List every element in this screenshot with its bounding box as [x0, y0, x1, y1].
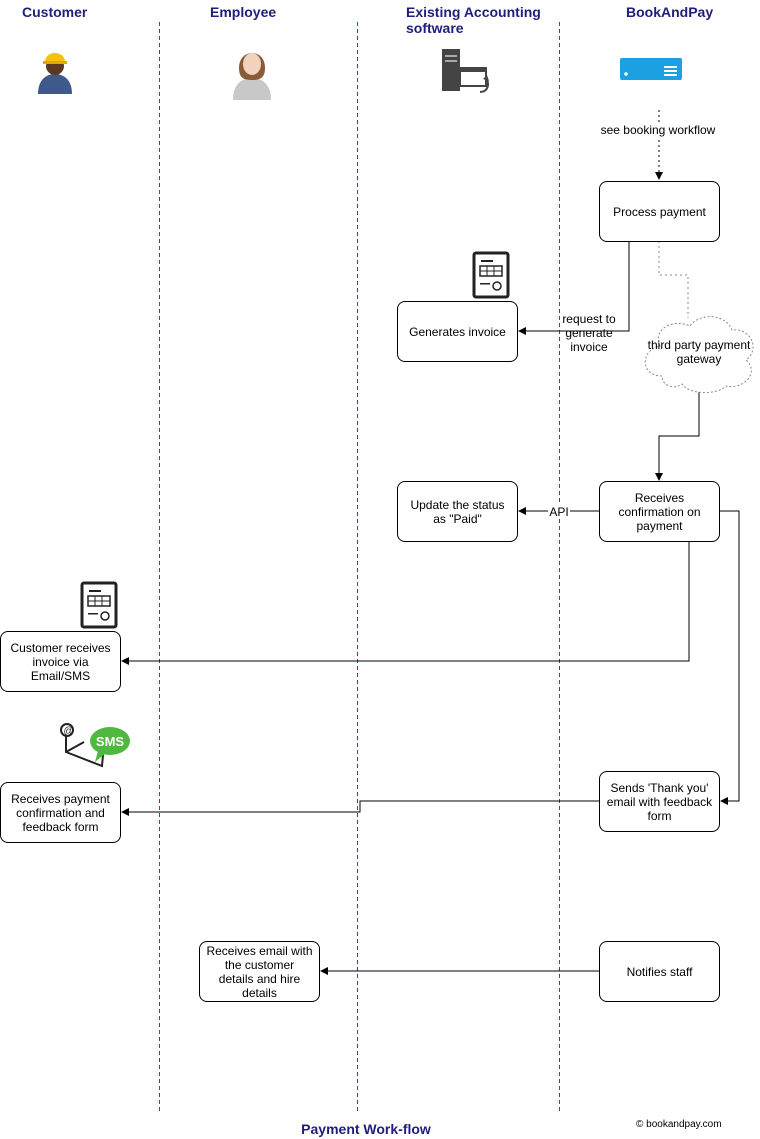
gateway-cloud-shape: [644, 316, 754, 393]
node-sends-thank-you[interactable]: Sends 'Thank you' email with feedback fo…: [599, 771, 720, 832]
node-notifies-staff[interactable]: Notifies staff: [599, 941, 720, 1002]
copyright-text: bookandpay.com: [646, 1119, 722, 1130]
sms-badge-text: SMS: [96, 734, 125, 749]
node-process-payment[interactable]: Process payment: [599, 181, 720, 242]
worker-avatar-icon: [38, 53, 72, 94]
woman-avatar-icon: [233, 53, 271, 100]
label-see-booking: see booking workflow: [596, 123, 720, 137]
lane-title-employee: Employee: [210, 4, 277, 20]
copyright: © bookandpay.com: [636, 1119, 722, 1130]
label-api: API: [548, 505, 570, 519]
edge-gateway-to-confirmation: [655, 392, 700, 481]
server-window-icon: [442, 49, 489, 93]
node-receives-payment-confirmation[interactable]: Receives payment confirmation and feedba…: [0, 782, 121, 843]
node-customer-receives-invoice[interactable]: Customer receives invoice via Email/SMS: [0, 631, 121, 692]
edge-confirmation-to-customer-invoice: [121, 541, 690, 665]
edge-thank-you-to-customer: [121, 800, 599, 816]
node-receives-email[interactable]: Receives email with the customer details…: [199, 941, 320, 1002]
node-receives-confirmation[interactable]: Receives confirmation on payment: [599, 481, 720, 542]
edge-process-to-invoice: [518, 241, 630, 335]
svg-text:@: @: [64, 726, 74, 737]
invoice-document-icon: [472, 251, 510, 299]
diagram-title: Payment Work-flow: [301, 1121, 431, 1137]
lane-title-bookandpay: BookAndPay: [626, 4, 714, 20]
invoice-document-icon: [80, 581, 118, 629]
node-generates-invoice[interactable]: Generates invoice: [397, 301, 518, 362]
node-gateway[interactable]: third party payment gateway: [647, 338, 751, 366]
edge-confirmation-to-thank-you: [719, 510, 740, 805]
node-update-status[interactable]: Update the status as "Paid": [397, 481, 518, 542]
email-sms-icon: @ SMS: [60, 723, 130, 768]
edge-process-to-gateway: [658, 241, 689, 318]
copyright-symbol: ©: [636, 1119, 644, 1130]
label-request-invoice: request to generate invoice: [562, 312, 616, 354]
lane-title-accounting: Existing Accounting software: [406, 4, 541, 36]
lane-title-customer: Customer: [22, 4, 88, 20]
server-rack-icon: [620, 58, 682, 80]
